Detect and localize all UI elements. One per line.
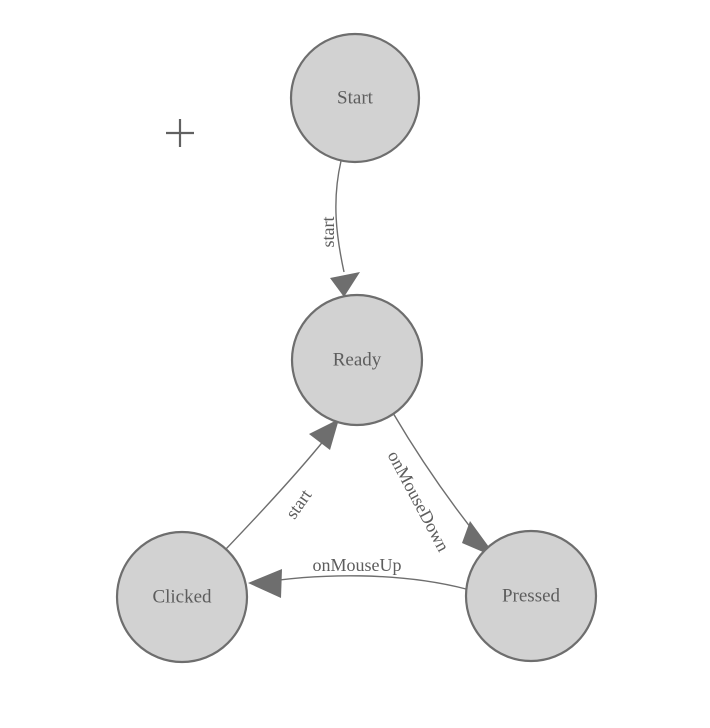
edge-path-pressed-to-clicked: [257, 575, 467, 590]
node-label-clicked: Clicked: [152, 586, 212, 607]
edge-ready-to-pressed[interactable]: onMouseDown: [384, 412, 497, 558]
node-label-pressed: Pressed: [502, 585, 561, 606]
node-clicked[interactable]: Clicked: [115, 530, 249, 664]
node-label-start: Start: [337, 87, 374, 108]
arrowhead-into-clicked: [248, 569, 282, 598]
node-circle-start[interactable]: [289, 32, 421, 164]
node-circle-ready[interactable]: [290, 293, 424, 427]
node-ready[interactable]: Ready: [290, 293, 424, 427]
edge-label-clicked-to-ready: start: [281, 485, 315, 522]
node-label-ready: Ready: [333, 349, 382, 370]
edge-label-start-to-ready: start: [318, 217, 338, 248]
node-circle-pressed[interactable]: [464, 529, 598, 663]
edge-label-pressed-to-clicked: onMouseUp: [313, 555, 402, 575]
crosshair-cursor-icon: [166, 119, 194, 147]
arrowhead-into-ready-top: [330, 272, 360, 297]
edge-pressed-to-clicked[interactable]: onMouseUp: [248, 555, 467, 598]
edge-path-clicked-to-ready: [225, 438, 326, 550]
edge-label-ready-to-pressed: onMouseDown: [384, 447, 454, 554]
edge-start-to-ready[interactable]: start: [318, 160, 360, 297]
arrowhead-into-ready-bottom: [309, 419, 339, 450]
node-pressed[interactable]: Pressed: [464, 529, 598, 663]
edge-path-start-to-ready: [335, 160, 345, 273]
edge-clicked-to-ready[interactable]: start: [225, 419, 339, 550]
node-circle-clicked[interactable]: [115, 530, 249, 664]
node-start[interactable]: Start: [289, 32, 421, 164]
